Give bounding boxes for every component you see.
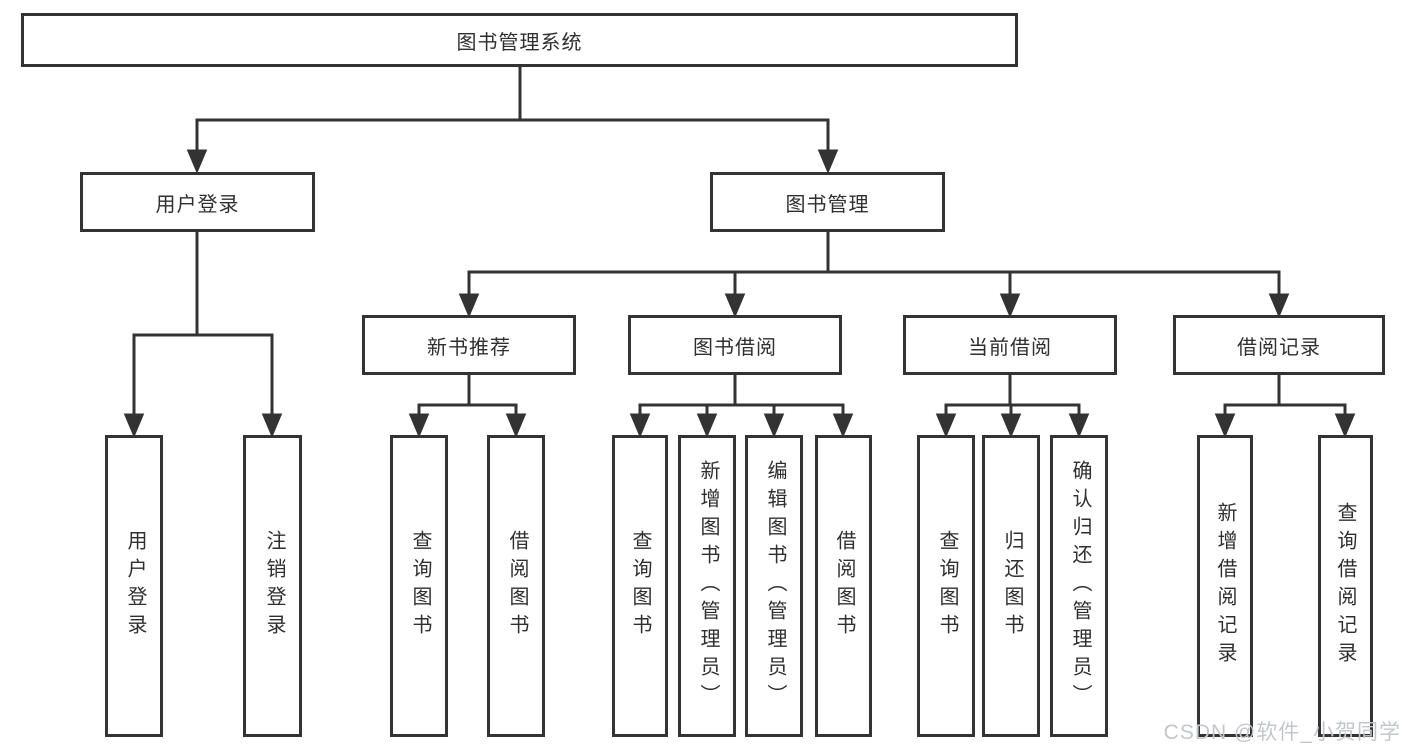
- leaf-confirm-return-admin: 确认归还（管理员）: [1050, 435, 1108, 737]
- node-label: 查询借阅记录: [1334, 502, 1356, 670]
- leaf-borrow-books-borrowing: 借阅图书: [815, 435, 872, 737]
- arrowhead-icon: [724, 293, 746, 318]
- arrowhead-icon: [408, 413, 430, 438]
- node-label: 借阅图书: [506, 530, 528, 642]
- arrowhead-icon: [935, 413, 957, 438]
- leaf-add-book-admin: 新增图书（管理员）: [678, 435, 736, 737]
- node-label: 当前借阅: [968, 336, 1052, 359]
- arrowhead-icon: [763, 413, 785, 438]
- arrowhead-icon: [1214, 413, 1236, 438]
- leaf-return-books: 归还图书: [982, 435, 1040, 737]
- node-label: 借阅图书: [833, 530, 855, 642]
- node-label: 编辑图书（管理员）: [764, 460, 786, 712]
- arrowhead-icon: [458, 293, 480, 318]
- leaf-borrow-books-recommend: 借阅图书: [487, 435, 545, 737]
- node-label: 查询图书: [629, 530, 651, 642]
- node-label: 归还图书: [1001, 530, 1023, 642]
- leaf-query-borrow-record: 查询借阅记录: [1318, 435, 1373, 737]
- leaf-query-books-recommend: 查询图书: [390, 435, 448, 737]
- leaf-edit-book-admin: 编辑图书（管理员）: [745, 435, 803, 737]
- node-user-login: 用户登录: [80, 172, 315, 232]
- arrowhead-icon: [186, 149, 208, 174]
- arrowhead-icon: [1068, 413, 1090, 438]
- arrowhead-icon: [629, 413, 651, 438]
- leaf-query-books-current: 查询图书: [917, 435, 975, 737]
- arrowhead-icon: [505, 413, 527, 438]
- leaf-add-borrow-record: 新增借阅记录: [1197, 435, 1253, 737]
- csdn-watermark: CSDN @软件_小贺同学: [1163, 721, 1401, 744]
- node-label: 查询图书: [409, 530, 431, 642]
- node-label: 图书管理系统: [456, 31, 583, 54]
- arrowhead-icon: [832, 413, 854, 438]
- node-label: 用户登录: [124, 530, 146, 642]
- node-label: 图书借阅: [693, 336, 777, 359]
- leaf-query-books-borrowing: 查询图书: [612, 435, 668, 737]
- node-book-borrowing: 图书借阅: [628, 315, 842, 375]
- node-label: 用户登录: [155, 193, 240, 216]
- node-label: 查询图书: [936, 530, 958, 642]
- node-label: 新增图书（管理员）: [697, 460, 719, 712]
- arrowhead-icon: [261, 413, 283, 438]
- node-new-book-recommendation: 新书推荐: [362, 315, 576, 375]
- node-current-borrowing: 当前借阅: [903, 315, 1117, 375]
- node-label: 确认归还（管理员）: [1069, 460, 1091, 712]
- arrowhead-icon: [696, 413, 718, 438]
- arrowhead-icon: [817, 149, 839, 174]
- leaf-logout: 注销登录: [243, 435, 302, 737]
- arrowhead-icon: [1268, 293, 1290, 318]
- leaf-user-login: 用户登录: [105, 435, 163, 737]
- node-library-management-system: 图书管理系统: [21, 13, 1018, 67]
- node-label: 新增借阅记录: [1214, 502, 1236, 670]
- arrowhead-icon: [999, 293, 1021, 318]
- node-borrowing-records: 借阅记录: [1173, 315, 1385, 375]
- node-label: 图书管理: [785, 193, 870, 216]
- arrowhead-icon: [1000, 413, 1022, 438]
- node-book-management: 图书管理: [710, 172, 945, 232]
- node-label: 注销登录: [263, 530, 285, 642]
- arrowhead-icon: [1334, 413, 1356, 438]
- node-label: 新书推荐: [427, 336, 511, 359]
- arrowhead-icon: [123, 413, 145, 438]
- node-label: 借阅记录: [1237, 336, 1321, 359]
